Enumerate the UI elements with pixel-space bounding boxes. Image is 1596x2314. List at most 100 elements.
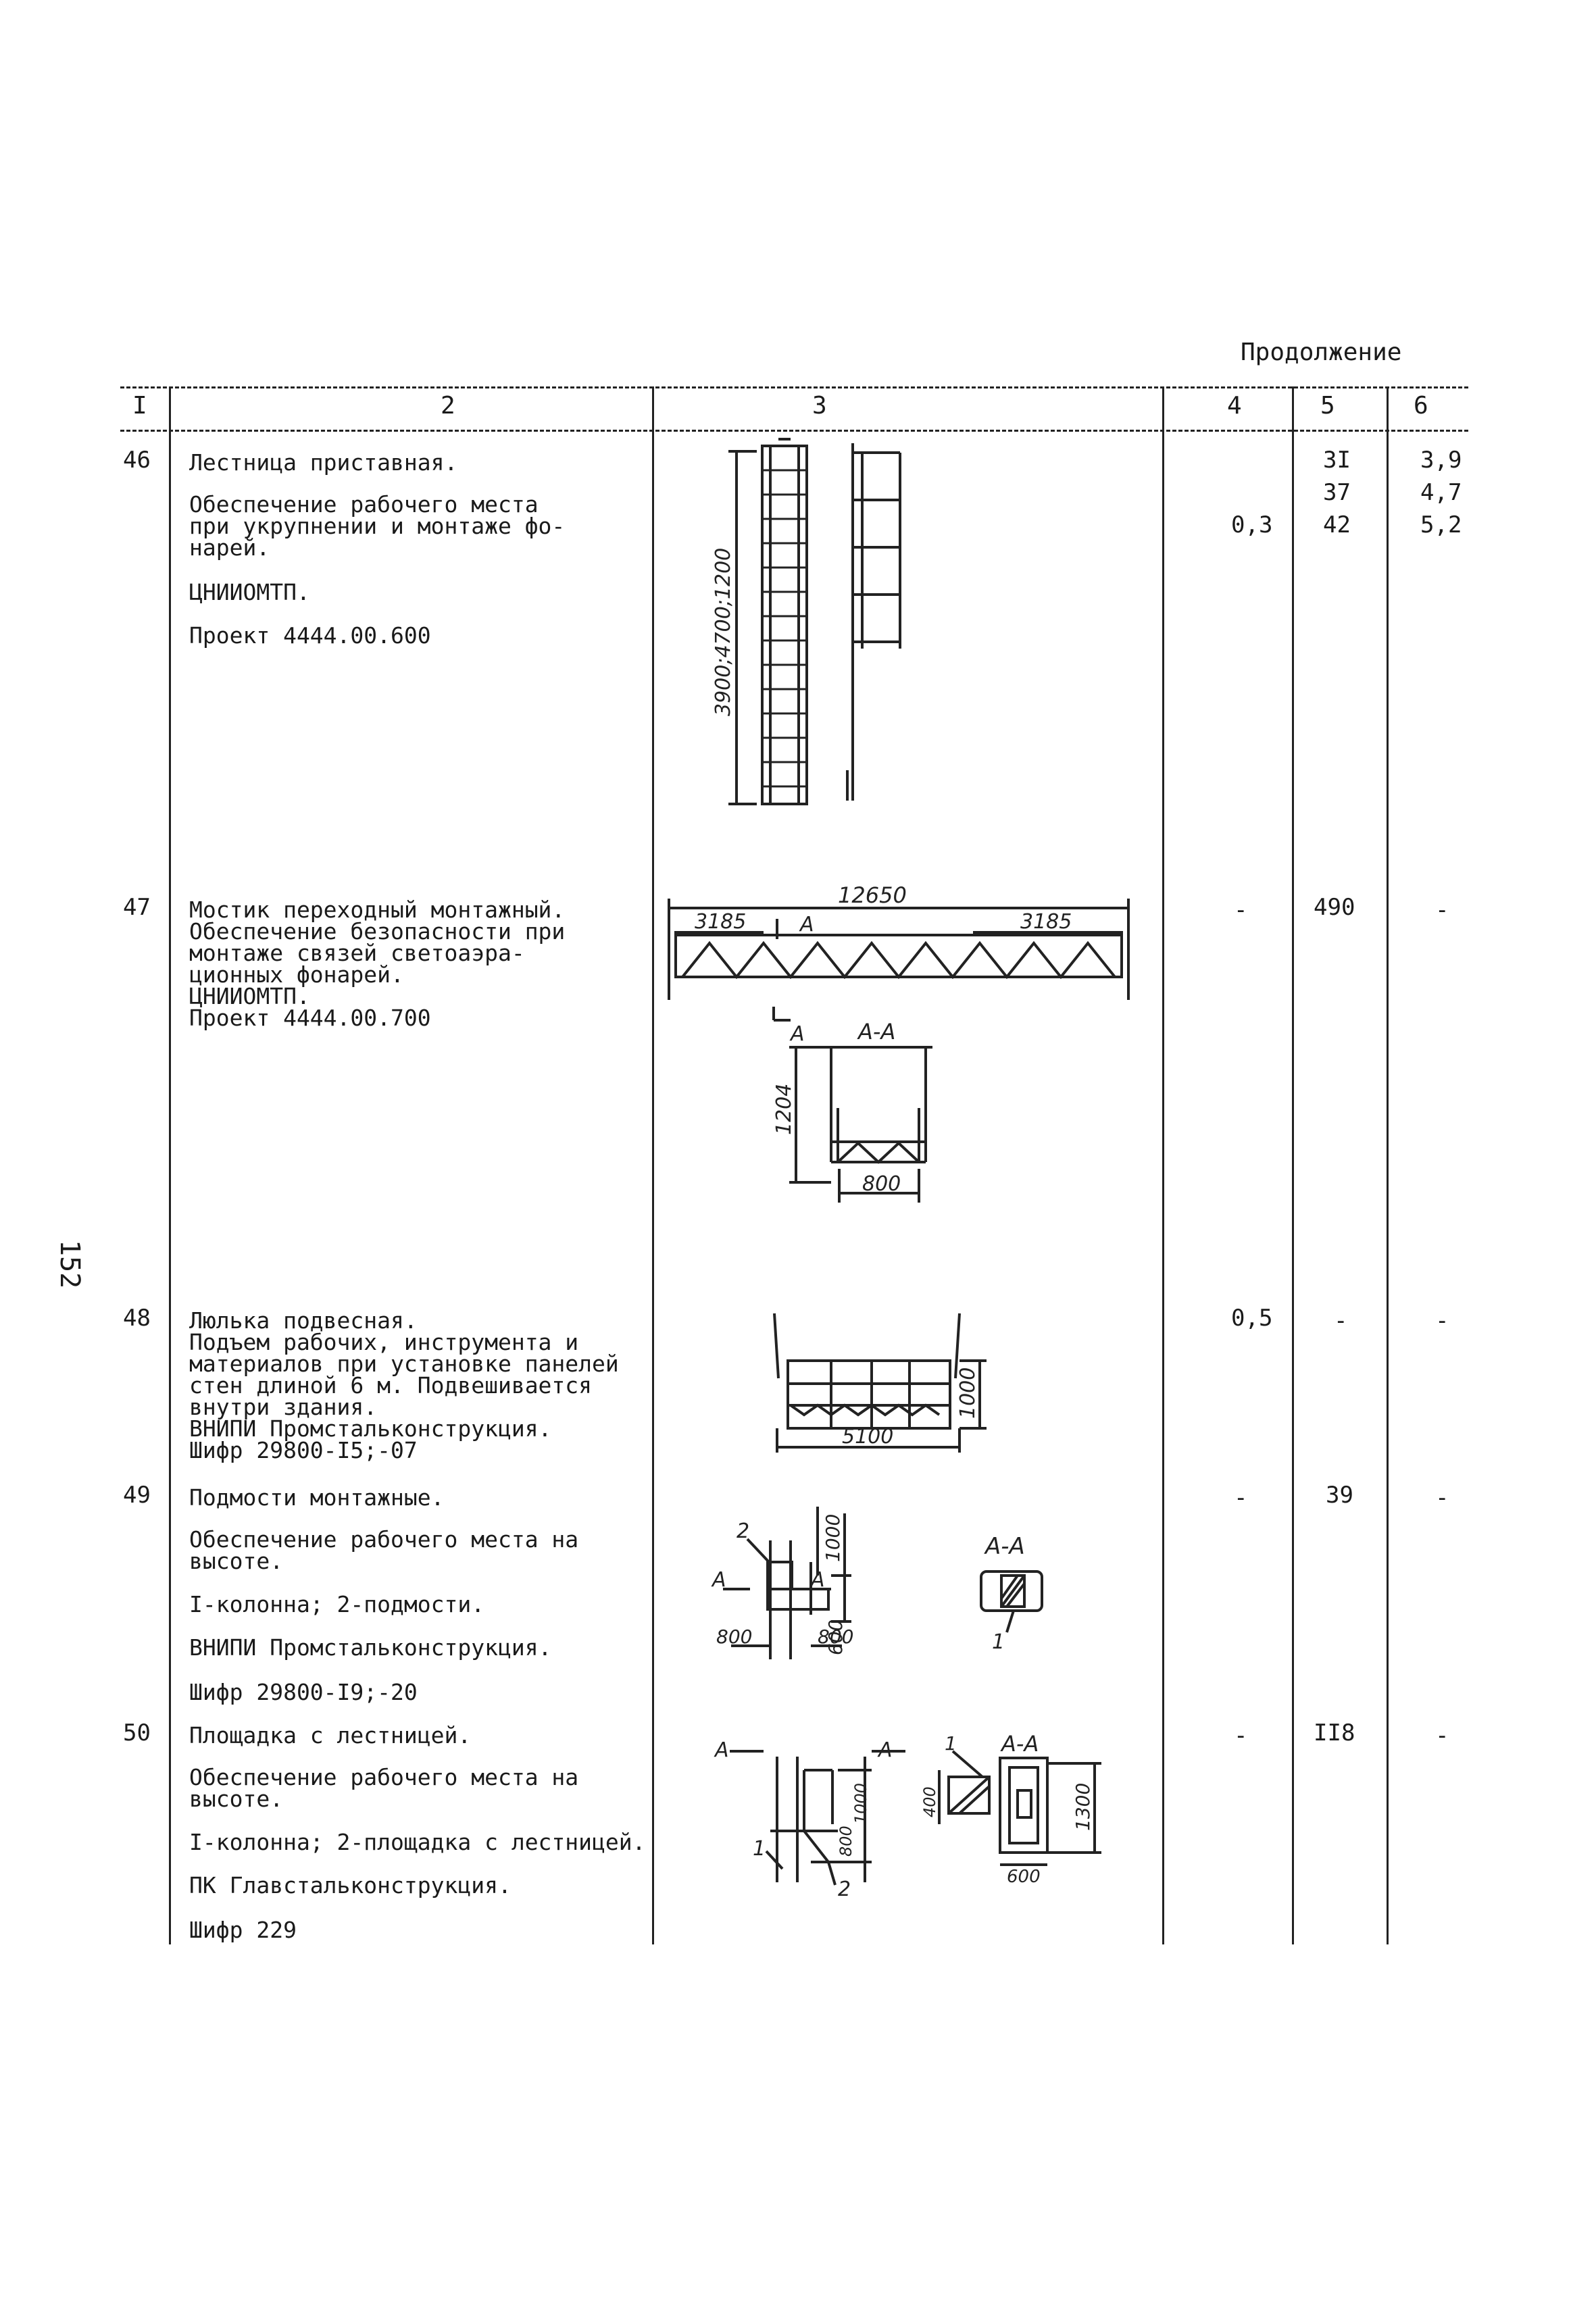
row-49-line-6: Шифр 29800-I9;-20 — [189, 1679, 418, 1705]
row-47-col5: 490 — [1314, 894, 1355, 921]
scaffold-mark-left: A — [711, 1568, 726, 1592]
row-49-col5: 39 — [1326, 1482, 1353, 1509]
bridge-section-width: 800 — [862, 1172, 901, 1196]
row-50-line-5: ПК Главстальконструкция. — [189, 1872, 512, 1898]
bridge-section-height: 1204 — [772, 1084, 796, 1135]
row-50-col6: - — [1435, 1722, 1449, 1749]
continuation-label: Продолжение — [1241, 338, 1402, 366]
row-47-number: 47 — [123, 894, 151, 921]
scaffold-leader-2: 2 — [737, 1519, 749, 1543]
bridge-drawing: 12650 3185 3185 A A A-A 1204 800 — [668, 882, 1130, 1203]
platform-leader-1: 1 — [753, 1837, 766, 1861]
row-50-line-6: Шифр 229 — [189, 1917, 297, 1943]
scaffold-width-left: 800 — [716, 1626, 752, 1648]
row-46-line-4: нарей. — [189, 534, 270, 561]
cradle-length: 5100 — [842, 1425, 893, 1449]
row-50-col4: - — [1234, 1722, 1248, 1749]
row-48-line-3: материалов при установке панелей — [189, 1351, 619, 1377]
platform-section-leader-1: 1 — [945, 1732, 957, 1755]
row-49-line-3: высоте. — [189, 1548, 284, 1574]
ladder-dimension-label: 3900;4700;1200 — [712, 548, 735, 716]
row-48-line-4: стен длиной 6 м. Подвешивается — [189, 1372, 593, 1399]
row-48-col6: - — [1435, 1307, 1449, 1334]
row-46-line-5: ЦНИИОМТП. — [189, 579, 310, 605]
row-48-col4: 0,5 — [1231, 1305, 1273, 1332]
bridge-total-length: 12650 — [838, 882, 907, 908]
ladder-side-view — [846, 443, 901, 801]
platform-height-1000: 1000 — [851, 1783, 870, 1824]
row-49-line-1: Подмости монтажные. — [189, 1484, 445, 1511]
platform-height-1300: 1300 — [1072, 1783, 1094, 1831]
row-47-col6: - — [1435, 897, 1449, 924]
bridge-section-mark-bottom: A — [789, 1022, 805, 1046]
row-50-col5: II8 — [1314, 1719, 1355, 1746]
row-46-col5-c: 42 — [1323, 511, 1351, 538]
row-48-line-5: внутри здания. — [189, 1394, 378, 1420]
bridge-section-mark-top: A — [799, 913, 814, 936]
row-46-col4: 0,3 — [1231, 511, 1273, 538]
row-46-line-1: Лестница приставная. — [189, 449, 458, 476]
row-47-line-6: Проект 4444.00.700 — [189, 1005, 431, 1031]
scaffold-drawing: 2 A A 1000 600 800 800 A-A 1 — [711, 1507, 1043, 1659]
col-header-4: 4 — [1227, 392, 1242, 420]
row-48-line-6: ВНИПИ Промстальконструкция. — [189, 1415, 552, 1442]
platform-drawing: A A 800 1000 1 2 A-A 1 400 1300 600 — [714, 1731, 1101, 1901]
col-header-2: 2 — [441, 392, 455, 420]
row-48-number: 48 — [123, 1305, 151, 1332]
col-header-1: I — [132, 392, 147, 420]
row-46-number: 46 — [123, 447, 151, 474]
row-49-line-2: Обеспечение рабочего места на — [189, 1526, 579, 1553]
platform-height-800: 800 — [837, 1826, 855, 1857]
row-47-line-5: ЦНИИОМТП. — [189, 983, 310, 1009]
row-49-number: 49 — [123, 1482, 151, 1509]
col-divider-2 — [652, 386, 654, 1944]
row-50-line-4: I-колонна; 2-площадка с лестницей. — [189, 1829, 646, 1855]
row-46-col5-b: 37 — [1323, 479, 1351, 506]
col-header-6: 6 — [1414, 392, 1428, 420]
platform-section-title: A-A — [1000, 1731, 1039, 1757]
row-48-line-1: Люлька подвесная. — [189, 1307, 418, 1334]
row-50-line-3: высоте. — [189, 1786, 284, 1812]
platform-leader-2: 2 — [838, 1878, 851, 1901]
platform-mark-right: A — [877, 1738, 893, 1762]
col-header-3: 3 — [812, 392, 827, 420]
row-47-line-1: Мостик переходный монтажный. — [189, 897, 566, 923]
row-47-line-2: Обеспечение безопасности при — [189, 918, 566, 945]
row-50-number: 50 — [123, 1719, 151, 1746]
bridge-left-span: 3185 — [695, 910, 746, 934]
scaffold-width-right: 800 — [818, 1626, 853, 1648]
row-48-line-7: Шифр 29800-I5;-07 — [189, 1437, 418, 1463]
bridge-section — [789, 1046, 932, 1203]
ladder-rungs — [762, 469, 807, 788]
row-50-line-1: Площадка с лестницей. — [189, 1722, 472, 1749]
bridge-section-title: A-A — [857, 1019, 895, 1045]
scaffold-section-title: A-A — [984, 1533, 1025, 1560]
row-47-line-4: ционных фонарей. — [189, 961, 404, 988]
row-46-line-6: Проект 4444.00.600 — [189, 622, 431, 649]
cradle-height: 1000 — [956, 1367, 980, 1419]
table-header-rule — [120, 430, 1468, 432]
row-46-col6-c: 5,2 — [1420, 511, 1462, 538]
page-number: 152 — [54, 1240, 85, 1289]
row-49-col4: - — [1234, 1484, 1248, 1511]
row-49-line-5: ВНИПИ Промстальконструкция. — [189, 1634, 552, 1661]
row-49-line-4: I-колонна; 2-подмости. — [189, 1591, 485, 1617]
col-header-5: 5 — [1320, 392, 1335, 420]
row-48-col5: - — [1334, 1307, 1348, 1334]
ladder-drawing: 3900;4700;1200 — [712, 438, 901, 805]
scaffold-mark-right: A — [809, 1568, 825, 1592]
scaffold-leader-1: 1 — [992, 1630, 1005, 1654]
platform-mark-left: A — [714, 1738, 729, 1762]
row-50-line-2: Обеспечение рабочего места на — [189, 1764, 579, 1790]
row-46-col6-b: 4,7 — [1420, 479, 1462, 506]
bridge-right-span: 3185 — [1020, 910, 1072, 934]
col-divider-1 — [169, 386, 171, 1944]
row-46-line-2: Обеспечение рабочего места — [189, 491, 539, 518]
row-46-line-3: при укрупнении и монтаже фо- — [189, 513, 566, 539]
col-divider-5 — [1387, 386, 1389, 1944]
row-49-col6: - — [1435, 1484, 1449, 1511]
row-46-col5-a: 3I — [1323, 447, 1351, 474]
platform-height-400: 400 — [920, 1786, 939, 1817]
scaffold-height: 1000 — [822, 1514, 844, 1562]
cradle-drawing: 5100 1000 — [773, 1313, 987, 1453]
